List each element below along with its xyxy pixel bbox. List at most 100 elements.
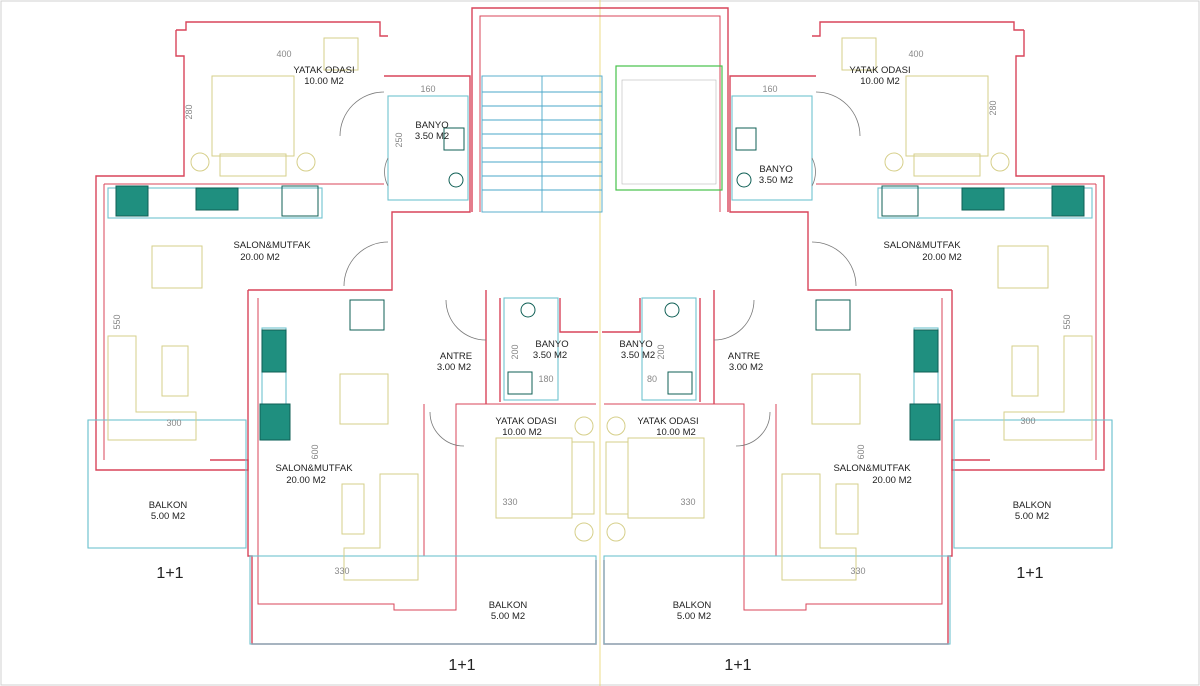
wc [507,371,533,395]
room-area: 20.00 M2 [922,252,962,263]
dimension-label: 180 [538,374,553,384]
sink-icon [961,187,1005,211]
fridge [349,299,385,331]
dimension-label: 250 [394,132,404,147]
fridge [881,185,919,217]
cooktop-icon [1051,185,1085,217]
dimension-label: 330 [334,566,349,576]
dimension-label: 330 [680,497,695,507]
dimension-label: 300 [166,418,181,428]
dimension-label: 200 [656,344,666,359]
sink-icon [261,329,287,373]
unit-top-right [729,21,1113,549]
unit-type-label: 1+1 [156,565,183,582]
room-area: 20.00 M2 [872,475,912,486]
room-name: BALKON [1013,500,1052,511]
room-area: 3.50 M2 [533,350,567,361]
room-area: 3.00 M2 [729,362,763,373]
room-area: 3.50 M2 [759,175,793,186]
wardrobe [841,37,877,71]
dining-table [811,373,861,425]
dimension-label: 280 [988,100,998,115]
room-area: 10.00 M2 [502,427,542,438]
room-name: BALKON [489,600,528,611]
wc [443,127,465,151]
room-area: 20.00 M2 [286,475,326,486]
bed [211,75,295,157]
fridge [281,185,319,217]
dimension-label: 550 [1062,314,1072,329]
wardrobe [323,37,359,71]
stair-core [471,7,729,213]
room-area: 5.00 M2 [677,611,711,622]
dimension-label: 160 [762,84,777,94]
dimension-label: 600 [310,444,320,459]
room-name: BALKON [673,600,712,611]
room-name: YATAK ODASI [849,65,910,76]
room-name: BANYO [619,339,652,350]
sofa [781,473,857,581]
cooktop-icon [115,185,149,217]
dining-table [151,245,203,289]
balcony-railing [603,555,951,645]
room-name: BANYO [759,164,792,175]
dimension-label: 330 [850,566,865,576]
dimension-label: 280 [184,104,194,119]
dimension-label: 600 [856,444,866,459]
elevator-shaft [615,65,723,191]
room-name: BANYO [535,339,568,350]
dining-table [997,245,1049,289]
dimension-label: 330 [502,497,517,507]
sofa [343,473,419,581]
dimension-label: 160 [420,84,435,94]
balcony-railing [87,419,247,549]
cooktop-icon [909,403,941,441]
dimension-label: 300 [1020,416,1035,426]
fridge [815,299,851,331]
sink [448,172,464,188]
room-name: SALON&MUTFAK [233,240,311,251]
sink [664,302,680,318]
dimension-label: 400 [908,49,923,59]
unit-type-label: 1+1 [1016,565,1043,582]
room-area: 3.00 M2 [437,362,471,373]
room-name: ANTRE [728,351,760,362]
room-name: YATAK ODASI [495,416,556,427]
room-name: SALON&MUTFAK [883,240,961,251]
dimension-label: 80 [647,374,657,384]
room-area: 3.50 M2 [621,350,655,361]
room-area: 5.00 M2 [151,511,185,522]
dimension-label: 550 [112,314,122,329]
unit-bottom-right [602,290,953,645]
room-name: SALON&MUTFAK [275,463,353,474]
sink-icon [195,187,239,211]
room-name: BALKON [149,500,188,511]
dimension-label: 200 [510,344,520,359]
sink [520,302,536,318]
wc [735,127,757,151]
room-name: YATAK ODASI [637,416,698,427]
dining-table [339,373,389,425]
unit-type-label: 1+1 [724,657,751,674]
room-name: SALON&MUTFAK [833,463,911,474]
room-area: 10.00 M2 [656,427,696,438]
wc [667,371,693,395]
bed [905,75,989,157]
sink-icon [913,329,939,373]
room-area: 20.00 M2 [240,252,280,263]
room-area: 10.00 M2 [304,76,344,87]
room-name: BANYO [415,120,448,131]
sofa [1003,335,1093,441]
room-name: ANTRE [440,351,472,362]
unit-type-label: 1+1 [448,657,475,674]
unit-bottom-left [247,290,598,645]
room-area: 10.00 M2 [860,76,900,87]
sink [736,172,752,188]
dimension-label: 400 [276,49,291,59]
room-name: YATAK ODASI [293,65,354,76]
room-area: 3.50 M2 [415,131,449,142]
balcony-railing [953,419,1113,549]
sofa [107,335,197,441]
cooktop-icon [259,403,291,441]
